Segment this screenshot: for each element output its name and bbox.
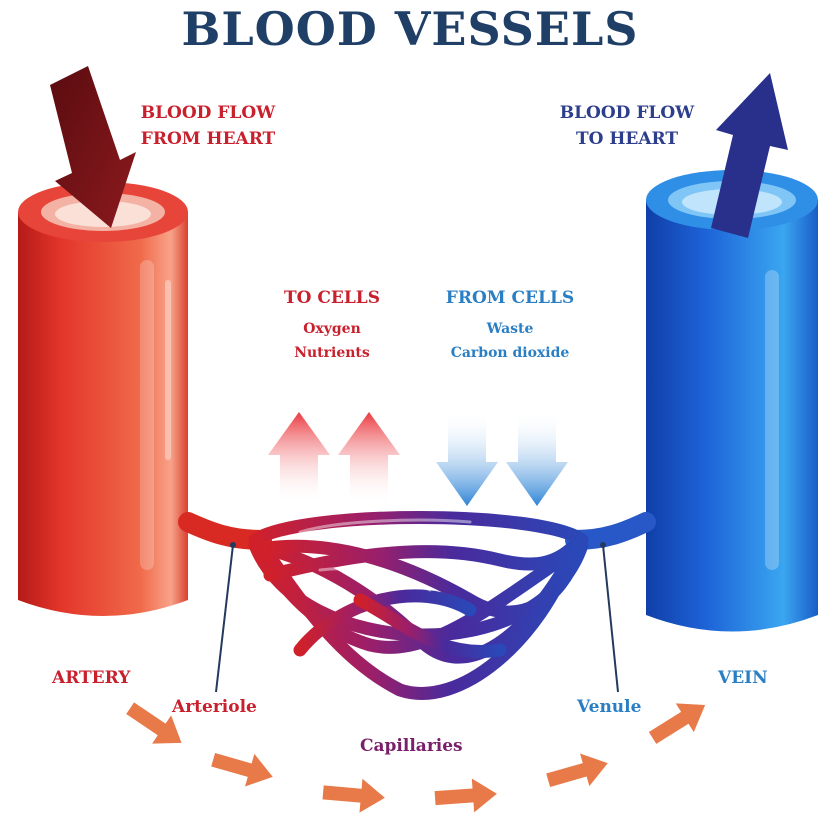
flow-to-heart-label: BLOOD FLOW TO HEART xyxy=(545,100,709,152)
up-arrow-icon xyxy=(338,412,400,505)
vein-vessel xyxy=(646,170,818,632)
flow-from-heart-label: BLOOD FLOW FROM HEART xyxy=(126,100,290,152)
from-cells-item-carbon-dioxide: Carbon dioxide xyxy=(425,341,595,365)
flow-to-heart-line-1: BLOOD FLOW xyxy=(545,100,709,126)
capillary-network xyxy=(255,518,582,694)
to-cells-heading: TO CELLS xyxy=(262,288,402,308)
arteriole-pointer xyxy=(216,542,236,692)
flow-arrow-icon xyxy=(543,747,612,797)
flow-arrow-icon xyxy=(644,691,715,753)
artery-vessel xyxy=(18,182,188,616)
flow-arrow-icon xyxy=(208,743,277,793)
venule-pointer xyxy=(600,542,618,692)
to-cells-arrows xyxy=(268,412,400,505)
from-cells-arrows xyxy=(436,410,568,506)
flow-from-heart-line-2: FROM HEART xyxy=(126,126,290,152)
flow-arrow-icon xyxy=(434,777,498,815)
flow-from-heart-line-1: BLOOD FLOW xyxy=(126,100,290,126)
to-cells-list: Oxygen Nutrients xyxy=(262,317,402,365)
up-arrow-icon xyxy=(268,412,330,505)
down-arrow-icon xyxy=(506,410,568,506)
from-cells-heading: FROM CELLS xyxy=(425,288,595,308)
to-cells-item-nutrients: Nutrients xyxy=(262,341,402,365)
venule-label: Venule xyxy=(577,697,641,717)
vein-label: VEIN xyxy=(718,668,768,688)
from-cells-item-waste: Waste xyxy=(425,317,595,341)
page-title: BLOOD VESSELS xyxy=(0,2,820,56)
artery-label: ARTERY xyxy=(52,668,130,688)
to-cells-item-oxygen: Oxygen xyxy=(262,317,402,341)
from-cells-list: Waste Carbon dioxide xyxy=(425,317,595,365)
capillaries-label: Capillaries xyxy=(360,736,463,756)
down-arrow-icon xyxy=(436,410,498,506)
arteriole-label: Arteriole xyxy=(172,697,257,717)
flow-to-heart-line-2: TO HEART xyxy=(545,126,709,152)
flow-arrow-icon xyxy=(322,775,387,814)
